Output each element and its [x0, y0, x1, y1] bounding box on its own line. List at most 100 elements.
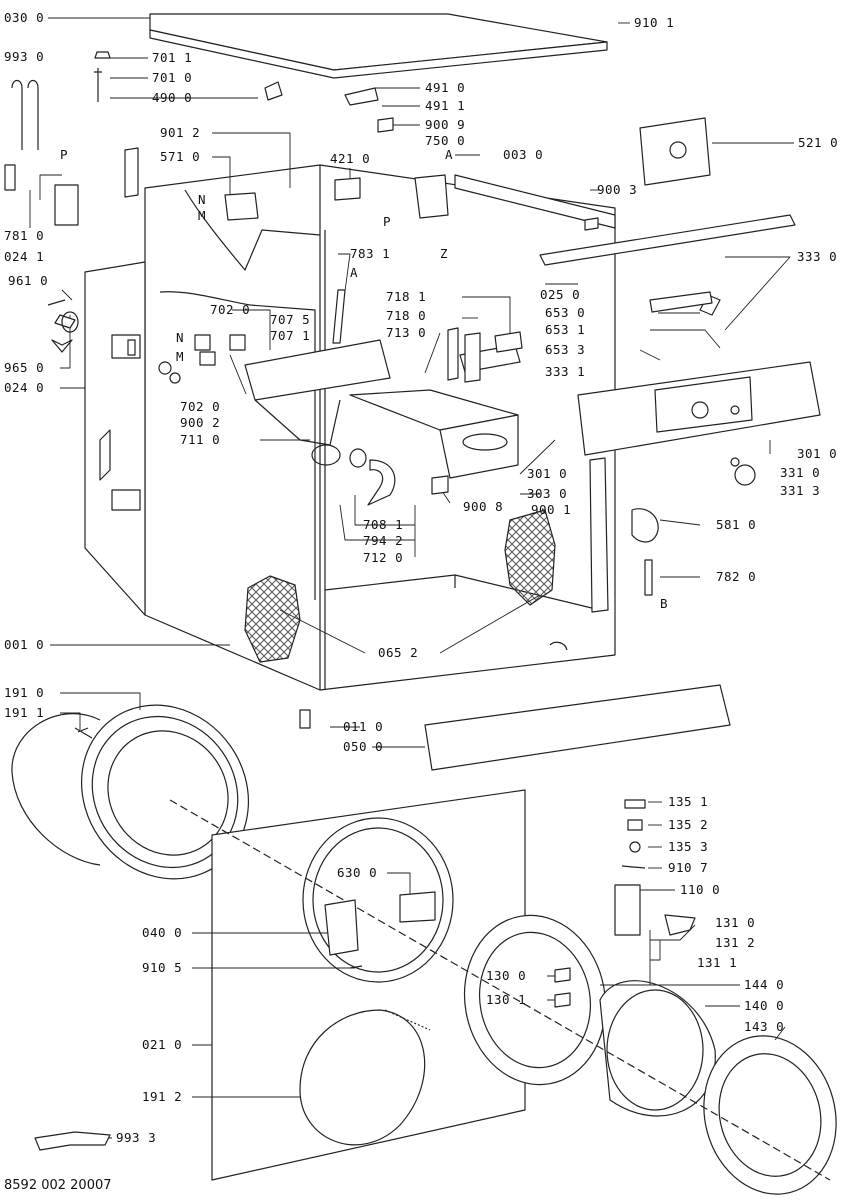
assembly-axis — [169, 799, 831, 1181]
label-331-3: 331 3 — [780, 483, 821, 498]
label-491-1: 491 1 — [425, 98, 466, 113]
label-303-0: 303 0 — [527, 486, 568, 501]
cabinet-body — [144, 164, 616, 691]
label-718-1: 718 1 — [386, 289, 427, 304]
label-135-1: 135 1 — [668, 794, 709, 809]
label-040-0: 040 0 — [142, 925, 183, 940]
label-653-3: 653 3 — [545, 342, 586, 357]
label-750-0: 750 0 — [425, 133, 466, 148]
label-m-upper: M — [198, 208, 207, 223]
label-993-3: 993 3 — [116, 1130, 157, 1145]
label-701-1: 701 1 — [152, 50, 193, 65]
label-003-0: 003 0 — [503, 147, 544, 162]
label-702-0-bottom: 702 0 — [180, 399, 221, 414]
door-frame — [463, 914, 607, 1086]
front-panel — [211, 789, 526, 1181]
label-521-0: 521 0 — [798, 135, 839, 150]
label-011-0: 011 0 — [343, 719, 384, 734]
label-702-0-top: 702 0 — [210, 302, 251, 317]
label-900-8: 900 8 — [463, 499, 504, 514]
label-110-0: 110 0 — [680, 882, 721, 897]
label-a-mid: A — [350, 265, 359, 280]
top-lid — [149, 13, 608, 79]
label-713-0: 713 0 — [386, 325, 427, 340]
label-965-0: 965 0 — [4, 360, 45, 375]
label-b: B — [660, 596, 669, 611]
label-491-0: 491 0 — [425, 80, 466, 95]
control-board — [639, 117, 711, 186]
counterweight-pads — [244, 509, 556, 663]
door-glass — [599, 980, 716, 1117]
label-421-0: 421 0 — [330, 151, 371, 166]
label-900-9: 900 9 — [425, 117, 466, 132]
label-135-3: 135 3 — [668, 839, 709, 854]
label-901-2: 901 2 — [160, 125, 201, 140]
label-333-1: 333 1 — [545, 364, 586, 379]
label-782-0: 782 0 — [716, 569, 757, 584]
label-653-0: 653 0 — [545, 305, 586, 320]
label-144-0: 144 0 — [744, 977, 785, 992]
label-701-0: 701 0 — [152, 70, 193, 85]
diagram-code: 8592 002 20007 — [4, 1178, 112, 1193]
small-parts — [4, 51, 756, 1151]
detergent-drawer — [349, 389, 519, 479]
label-333-0: 333 0 — [797, 249, 838, 264]
label-910-1: 910 1 — [634, 15, 675, 30]
label-n-lower: N — [176, 330, 185, 345]
label-900-3: 900 3 — [597, 182, 638, 197]
label-001-0: 001 0 — [4, 637, 45, 652]
label-653-1: 653 1 — [545, 322, 586, 337]
label-301-0-drawer: 301 0 — [527, 466, 568, 481]
label-490-0: 490 0 — [152, 90, 193, 105]
label-581-0: 581 0 — [716, 517, 757, 532]
control-panel — [577, 361, 821, 456]
label-024-1: 024 1 — [4, 249, 45, 264]
label-707-1: 707 1 — [270, 328, 311, 343]
label-993-0: 993 0 — [4, 49, 45, 64]
label-707-5: 707 5 — [270, 312, 311, 327]
label-p-valve: P — [383, 214, 392, 229]
label-571-0: 571 0 — [160, 149, 201, 164]
label-030-0: 030 0 — [4, 10, 45, 25]
label-712-0: 712 0 — [363, 550, 404, 565]
label-135-2: 135 2 — [668, 817, 709, 832]
back-panel — [84, 261, 146, 616]
toe-kick-panel — [424, 684, 731, 771]
label-961-0: 961 0 — [8, 273, 49, 288]
top-rails — [454, 174, 796, 266]
outer-door-ring — [703, 1035, 837, 1195]
label-140-0: 140 0 — [744, 998, 785, 1013]
label-630-0: 630 0 — [337, 865, 378, 880]
label-m-lower: M — [176, 349, 185, 364]
label-130-1: 130 1 — [486, 992, 527, 1007]
label-900-1: 900 1 — [531, 502, 572, 517]
label-065-2: 065 2 — [378, 645, 419, 660]
label-z: Z — [440, 246, 449, 261]
label-910-5: 910 5 — [142, 960, 183, 975]
label-024-0: 024 0 — [4, 380, 45, 395]
label-n-upper: N — [198, 192, 207, 207]
label-131-1: 131 1 — [697, 955, 738, 970]
hoses — [349, 448, 396, 506]
label-711-0: 711 0 — [180, 432, 221, 447]
label-191-0: 191 0 — [4, 685, 45, 700]
label-131-2: 131 2 — [715, 935, 756, 950]
label-783-1: 783 1 — [350, 246, 391, 261]
label-718-0: 718 0 — [386, 308, 427, 323]
label-781-0: 781 0 — [4, 228, 45, 243]
label-910-7: 910 7 — [668, 860, 709, 875]
label-025-0: 025 0 — [540, 287, 581, 302]
label-131-0: 131 0 — [715, 915, 756, 930]
label-900-2: 900 2 — [180, 415, 221, 430]
label-143-0: 143 0 — [744, 1019, 785, 1034]
dispenser-housing — [244, 339, 391, 466]
label-p-pump: P — [60, 147, 69, 162]
label-a-top: A — [445, 147, 454, 162]
label-331-0: 331 0 — [780, 465, 821, 480]
label-050-0: 050 0 — [343, 739, 384, 754]
label-708-1: 708 1 — [363, 517, 404, 532]
label-301-0-right: 301 0 — [797, 446, 838, 461]
label-794-2: 794 2 — [363, 533, 404, 548]
label-191-1: 191 1 — [4, 705, 45, 720]
